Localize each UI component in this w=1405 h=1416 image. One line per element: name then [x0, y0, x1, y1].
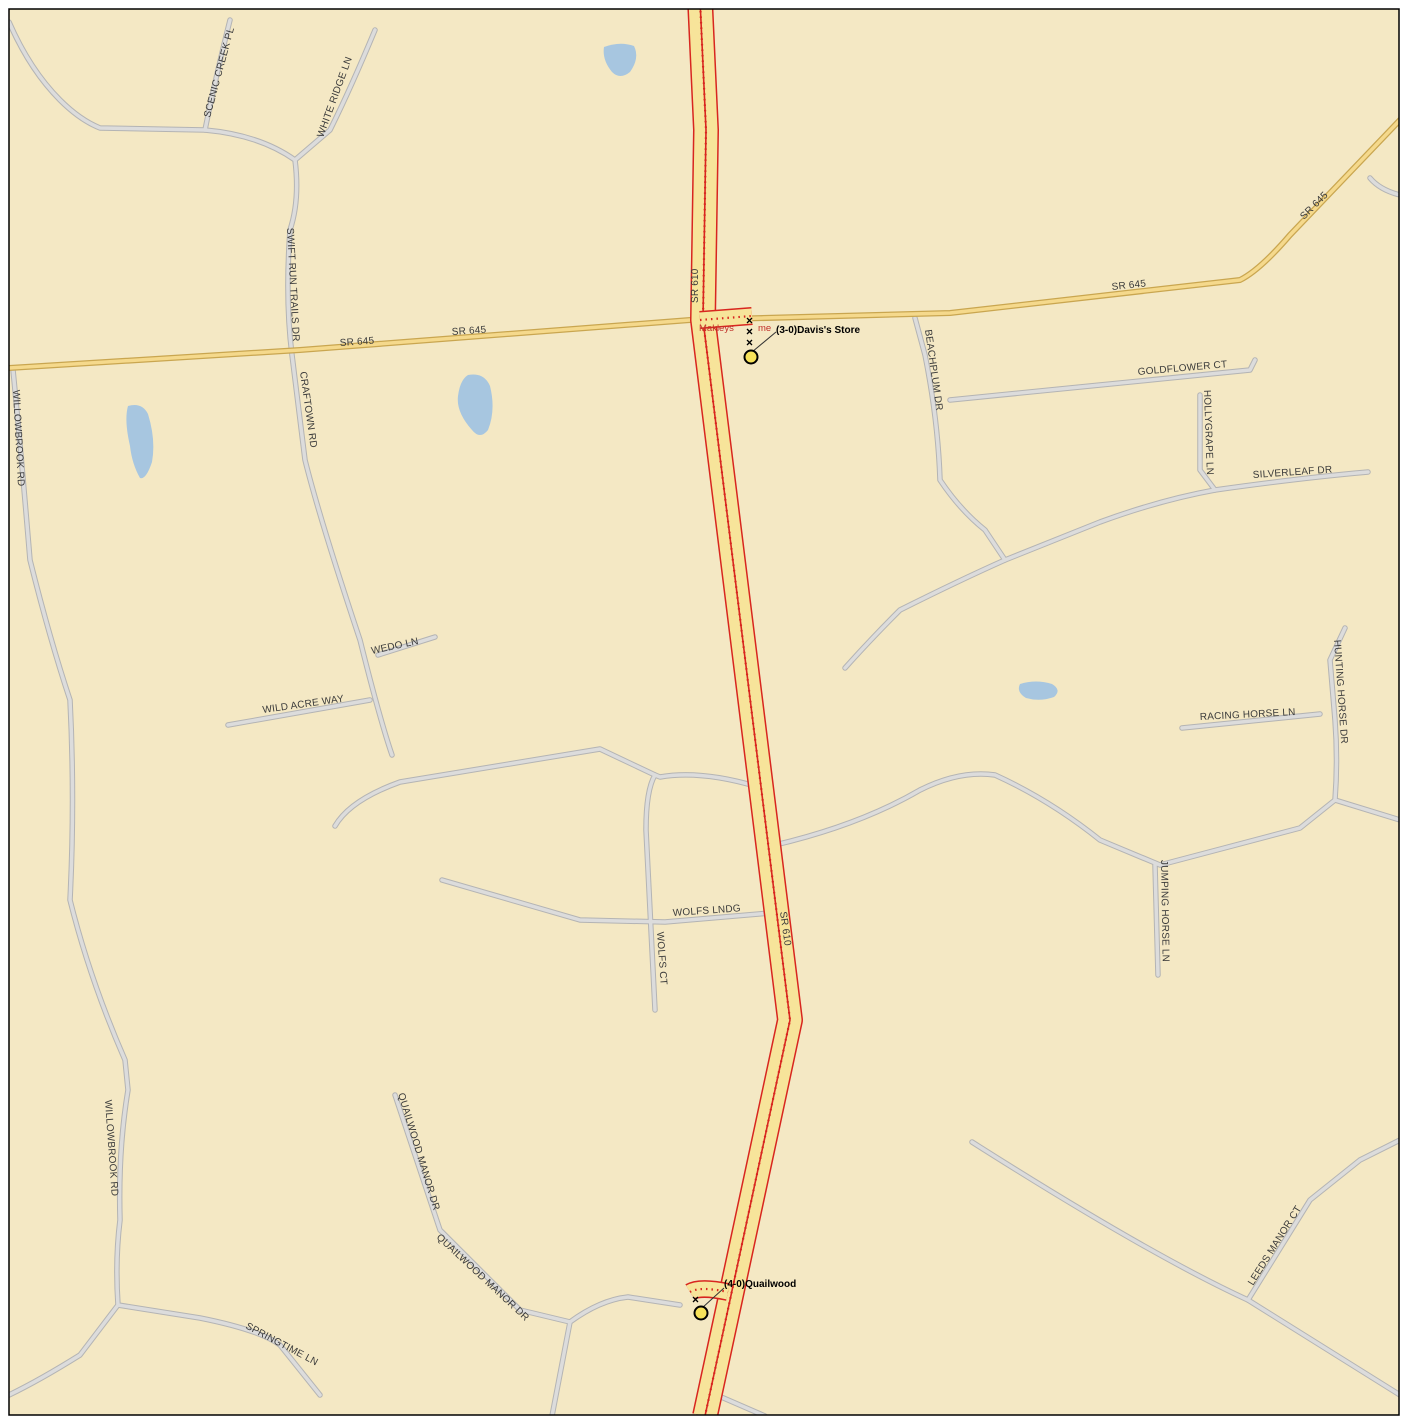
- willowbrook-rd-road: [9, 368, 130, 1397]
- stop-quailwood-label: (4-0)Quailwood: [724, 1279, 796, 1290]
- stop-davis-store-label: (3-0)Davis's Store: [776, 325, 861, 336]
- leeds-manor-ct-road: [1246, 1138, 1399, 1302]
- stop-leader-line: [701, 1287, 725, 1309]
- label-sr-645-east: SR 645: [1111, 278, 1147, 293]
- label-sr-610-north: SR 610: [690, 268, 701, 303]
- map-border: [8, 8, 1400, 1416]
- leeds-diagonal-road: [970, 1140, 1399, 1397]
- hunting-horse-dr-road: [773, 626, 1347, 867]
- wolfs-ct-road: [644, 773, 657, 1012]
- stop-makleys-label-suffix: me: [758, 323, 771, 334]
- quailwood-south-road: [550, 1320, 572, 1415]
- beachplum-dr-road: [913, 316, 1007, 562]
- davis-store-loop: [699, 307, 753, 329]
- label-wolfs-ct: WOLFS CT: [654, 931, 669, 985]
- local-roads: [9, 18, 1399, 1415]
- label-hollygrape-ln: HOLLYGRAPE LN: [1201, 390, 1215, 476]
- stop-makleys-label: Makleys: [699, 323, 734, 334]
- quailwood-loop: [685, 1280, 730, 1301]
- jumping-horse-ln-road: [1153, 863, 1160, 977]
- label-wolfs-lndg: WOLFS LNDG: [672, 903, 741, 919]
- stop-marker-icon[interactable]: [743, 349, 759, 365]
- swift-run-trails-dr-road: [9, 20, 394, 757]
- ne-spur-road: [1368, 176, 1399, 197]
- label-willowbrook-rd-north: WILLOWBROOK RD: [10, 390, 26, 487]
- hunting-horse-dr-east-road: [1333, 798, 1399, 822]
- label-sr-645-west-2: SR 645: [451, 325, 486, 338]
- west-loop-road: [333, 747, 757, 828]
- silverleaf-dr-road: [843, 488, 1217, 670]
- springtime-ln-road: [116, 1303, 322, 1397]
- stop-davis-store[interactable]: Makleys me (3-0)Davis's Store: [699, 317, 861, 365]
- goldflower-ct-road: [948, 358, 1257, 402]
- wolfs-lndg-road: [440, 878, 772, 924]
- label-sr-610-south: SR 610: [777, 911, 793, 947]
- pond-north: [603, 43, 637, 76]
- quailwood-manor-dr-road: [393, 1093, 572, 1324]
- water-bodies: [126, 43, 1058, 700]
- route-dots: [699, 9, 792, 1415]
- stop-quailwood[interactable]: (4-0)Quailwood: [692, 1279, 796, 1321]
- sr-610-corridor: [687, 9, 803, 1415]
- white-ridge-ln-road: [293, 28, 377, 162]
- label-racing-horse-ln: RACING HORSE LN: [1200, 707, 1296, 723]
- wedo-ln-road: [376, 635, 437, 657]
- sr-645-road: [9, 117, 1399, 371]
- label-jumping-horse-ln: JUMPING HORSE LN: [1158, 860, 1171, 962]
- x-mark-icon: [692, 1296, 699, 1303]
- pond-east: [1018, 681, 1058, 700]
- stop-leader-line: [751, 331, 777, 353]
- label-sr-645-west-1: SR 645: [339, 336, 374, 349]
- racing-horse-ln-road: [1180, 712, 1322, 730]
- quailwood-east-road: [568, 1295, 682, 1324]
- x-mark-icon: [746, 317, 753, 346]
- pond-center: [457, 374, 493, 435]
- stop-marker-icon[interactable]: [693, 1305, 709, 1321]
- wild-acre-way-road: [226, 698, 372, 727]
- pond-west: [126, 405, 154, 479]
- scenic-creek-pl-road: [203, 18, 232, 132]
